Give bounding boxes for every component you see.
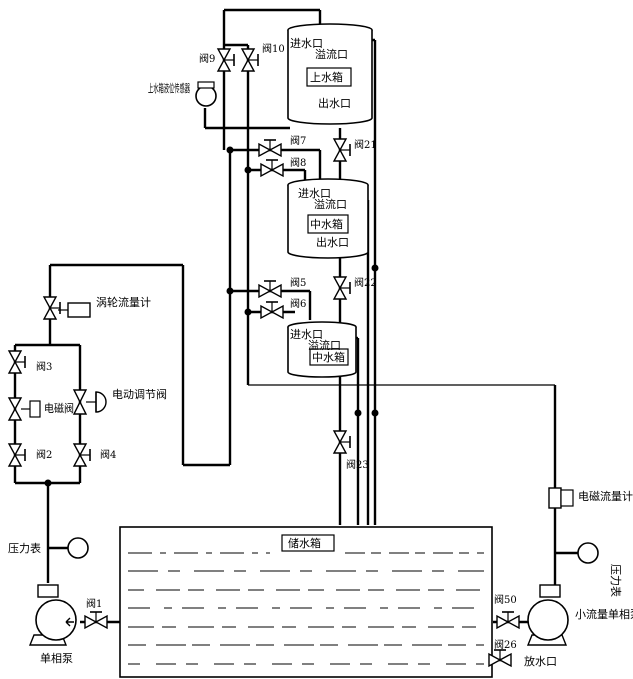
valve-1-icon[interactable] <box>84 611 108 629</box>
pump-right-label: 小流量单相泵 <box>575 607 633 621</box>
upper-tank <box>287 23 373 125</box>
middle-tank-name: 中水箱 <box>310 217 343 231</box>
junction-dots <box>44 146 379 487</box>
valve-7-icon[interactable] <box>258 139 282 157</box>
turbine-flowmeter-icon <box>58 302 91 318</box>
valve-9-icon[interactable] <box>217 48 235 72</box>
valve-8-icon[interactable] <box>260 159 284 177</box>
valve-5-label: 阀5 <box>290 276 306 289</box>
valve-6-label: 阀6 <box>290 297 306 310</box>
valve-22-label: 阀22 <box>354 276 377 289</box>
valve-50-label: 阀50 <box>494 593 517 606</box>
middle-tank-outlet-label: 出水口 <box>316 235 349 249</box>
upper-tank-overflow-label: 溢流口 <box>315 47 348 61</box>
solenoid-valve-icon[interactable] <box>7 397 41 421</box>
valve-22-icon[interactable] <box>333 276 351 300</box>
pressure-gauge-right-icon <box>577 542 599 564</box>
valve-9-label: 阀9 <box>199 52 215 65</box>
level-sensor-icon <box>195 81 217 107</box>
middle-tank-overflow-label: 溢流口 <box>314 197 347 211</box>
valve-4-label: 阀4 <box>100 448 116 461</box>
pressure-gauge-right-label: 压力表 <box>609 564 623 597</box>
pump-left-label: 单相泵 <box>40 652 73 665</box>
valve-7-label: 阀7 <box>290 134 306 147</box>
pump-right-icon <box>526 584 569 646</box>
valve-5-icon[interactable] <box>258 280 282 298</box>
storage-tank-name: 储水箱 <box>288 536 321 550</box>
valve-23-icon[interactable] <box>333 430 351 454</box>
turbine-flowmeter-label: 涡轮流量计 <box>96 295 151 309</box>
lower-tank <box>287 321 357 378</box>
lower-tank-inlet-label: 进水口 <box>290 328 323 341</box>
em-flowmeter-icon <box>548 487 574 509</box>
electric-valve-icon[interactable] <box>72 389 107 415</box>
storage-tank <box>119 526 493 678</box>
valve-3-label: 阀3 <box>36 360 52 373</box>
valve-10-icon[interactable] <box>241 48 259 72</box>
valve-21-label: 阀21 <box>354 138 377 151</box>
solenoid-valve-label: 电磁阀 <box>44 401 74 415</box>
level-sensor-label: 上水箱液位传感器 <box>148 81 190 95</box>
middle-tank <box>287 178 369 259</box>
lower-tank-overflow-label: 溢流口 <box>308 338 341 352</box>
valve-2-icon[interactable] <box>8 443 26 467</box>
valve-8-label: 阀8 <box>290 156 306 169</box>
valve-50-icon[interactable] <box>496 611 520 629</box>
pressure-gauge-left-icon <box>67 537 89 559</box>
valve-1-label: 阀1 <box>86 597 102 610</box>
pump-left-icon <box>28 584 77 646</box>
pressure-gauge-left-label: 压力表 <box>8 541 41 555</box>
em-flowmeter-label: 电磁流量计 <box>578 489 633 503</box>
lower-tank-name: 中水箱 <box>312 350 345 364</box>
valve-21-icon[interactable] <box>333 138 351 162</box>
valve-3-icon[interactable] <box>8 350 26 374</box>
valve-23-label: 阀23 <box>346 458 369 471</box>
middle-tank-inlet-label: 进水口 <box>298 187 331 200</box>
electric-valve-label: 电动调节阀 <box>112 387 167 401</box>
upper-tank-name: 上水箱 <box>310 70 343 84</box>
valve-10-label: 阀10 <box>262 42 285 55</box>
valve-6-icon[interactable] <box>260 301 284 319</box>
valve-4-icon[interactable] <box>73 443 91 467</box>
upper-tank-inlet-label: 进水口 <box>290 37 323 50</box>
valve-flowmeter-icon[interactable] <box>43 296 61 320</box>
valve-2-label: 阀2 <box>36 448 52 461</box>
valve-26-label: 阀26 <box>494 638 517 651</box>
drain-label: 放水口 <box>524 654 557 668</box>
upper-tank-outlet-label: 出水口 <box>318 96 351 110</box>
